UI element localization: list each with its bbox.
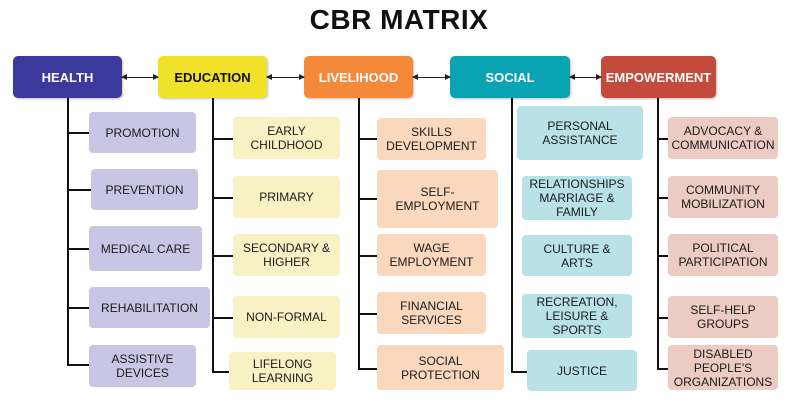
branch-line	[212, 317, 233, 319]
education-item-lifelong-learning: LIFELONG LEARNING	[229, 352, 336, 390]
arrow-health-education	[121, 74, 159, 80]
education-item-secondary-higher: SECONDARY & HIGHER	[233, 234, 340, 276]
header-education: EDUCATION	[158, 56, 267, 98]
trunk-empowerment	[657, 98, 659, 370]
empowerment-item-self-help-groups: SELF-HELP GROUPS	[668, 296, 778, 338]
arrow-education-livelihood	[266, 74, 305, 80]
header-health: HEALTH	[13, 56, 122, 98]
branch-line	[657, 368, 668, 370]
header-empowerment: EMPOWERMENT	[601, 56, 716, 98]
branch-line	[657, 138, 668, 140]
branch-line	[67, 189, 91, 191]
branch-line	[358, 368, 377, 370]
education-item-primary: PRIMARY	[233, 176, 340, 218]
branch-line	[67, 364, 89, 366]
health-item-prevention: PREVENTION	[91, 169, 198, 210]
branch-line	[358, 198, 377, 200]
social-item-relationships: RELATIONSHIPS MARRIAGE & FAMILY	[522, 176, 632, 220]
arrow-social-empowerment	[569, 74, 602, 80]
header-livelihood: LIVELIHOOD	[304, 56, 413, 98]
branch-line	[212, 197, 233, 199]
branch-line	[67, 307, 89, 309]
social-item-culture-arts: CULTURE & ARTS	[522, 235, 632, 276]
education-item-early-childhood: EARLY CHILDHOOD	[233, 117, 340, 159]
health-item-promotion: PROMOTION	[89, 112, 196, 153]
branch-line	[657, 197, 668, 199]
empowerment-item-community-mobilization: COMMUNITY MOBILIZATION	[668, 176, 778, 218]
trunk-social	[511, 98, 513, 373]
empowerment-item-advocacy: ADVOCACY & COMMUNICATION	[668, 117, 778, 159]
social-item-personal-assistance: PERSONAL ASSISTANCE	[517, 106, 643, 160]
branch-line	[358, 138, 377, 140]
branch-line	[511, 371, 527, 373]
social-item-recreation: RECREATION, LEISURE & SPORTS	[522, 294, 632, 338]
branch-line	[212, 255, 233, 257]
livelihood-item-social-protection: SOCIAL PROTECTION	[377, 345, 504, 390]
trunk-livelihood	[358, 98, 360, 369]
trunk-health	[67, 98, 69, 364]
livelihood-item-skills-development: SKILLS DEVELOPMENT	[377, 118, 486, 160]
branch-line	[212, 138, 233, 140]
arrow-livelihood-social	[412, 74, 451, 80]
social-item-justice: JUSTICE	[527, 350, 637, 391]
diagram-title: CBR MATRIX	[309, 4, 489, 35]
empowerment-item-political-participation: POLITICAL PARTICIPATION	[668, 234, 778, 276]
trunk-education	[212, 98, 214, 372]
branch-line	[67, 248, 89, 250]
header-social: SOCIAL	[450, 56, 570, 98]
branch-line	[358, 255, 377, 257]
health-item-rehabilitation: REHABILITATION	[89, 287, 210, 328]
empowerment-item-dpo: DISABLED PEOPLE'S ORGANIZATIONS	[668, 345, 778, 390]
branch-line	[358, 313, 377, 315]
livelihood-item-wage-employment: WAGE EMPLOYMENT	[377, 234, 486, 276]
branch-line	[657, 317, 668, 319]
livelihood-item-financial-services: FINANCIAL SERVICES	[377, 292, 486, 334]
branch-line	[67, 132, 89, 134]
livelihood-item-self-employment: SELF- EMPLOYMENT	[377, 170, 498, 228]
branch-line	[657, 255, 668, 257]
education-item-non-formal: NON-FORMAL	[233, 296, 340, 338]
health-item-medical-care: MEDICAL CARE	[89, 226, 202, 271]
health-item-assistive-devices: ASSISTIVE DEVICES	[89, 345, 196, 387]
branch-line	[212, 371, 229, 373]
